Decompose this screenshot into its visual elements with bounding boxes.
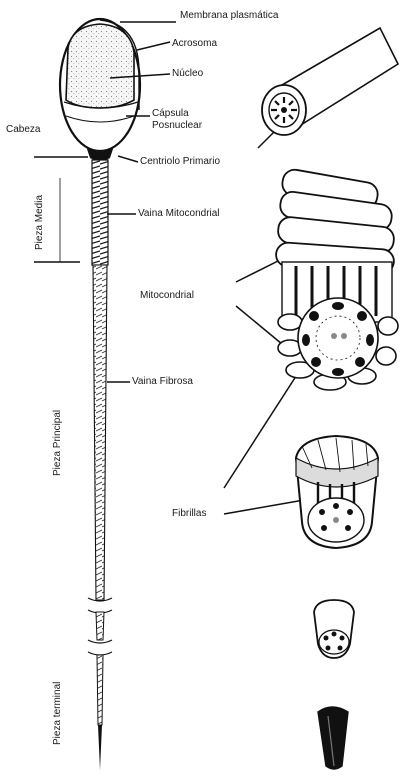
principal-piece <box>93 265 107 600</box>
label-capsula: Cápsula <box>152 108 189 119</box>
label-nucleo: Núcleo <box>172 68 203 79</box>
label-pieza-terminal: Pieza terminal <box>52 682 63 745</box>
label-pieza-media: Pieza Media <box>34 195 45 250</box>
label-mitocondrial: Mitocondrial <box>140 290 194 301</box>
label-acrosoma: Acrosoma <box>172 38 217 49</box>
cross-section-end <box>314 600 354 658</box>
label-centriolo-primario: Centriolo Primario <box>140 156 220 167</box>
cross-section-tip <box>318 707 348 769</box>
label-membrana-plasmatica: Membrana plasmática <box>180 10 278 21</box>
terminal-piece <box>97 655 103 725</box>
label-posnuclear: Posnuclear <box>152 120 202 131</box>
cross-section-axoneme <box>262 28 398 135</box>
nucleus <box>66 24 134 108</box>
cross-section-mitochondrial <box>275 168 398 390</box>
cross-section-fibrous <box>296 436 378 548</box>
midpiece <box>92 160 108 265</box>
label-vaina-fibrosa: Vaina Fibrosa <box>132 376 193 387</box>
label-fibrillas: Fibrillas <box>172 508 206 519</box>
label-cabeza: Cabeza <box>6 124 40 135</box>
label-vaina-mitocondrial: Vaina Mitocondrial <box>138 208 220 219</box>
label-pieza-principal: Pieza Principal <box>52 410 63 476</box>
break-mark-2 <box>88 640 112 655</box>
sperm-head <box>60 19 140 161</box>
